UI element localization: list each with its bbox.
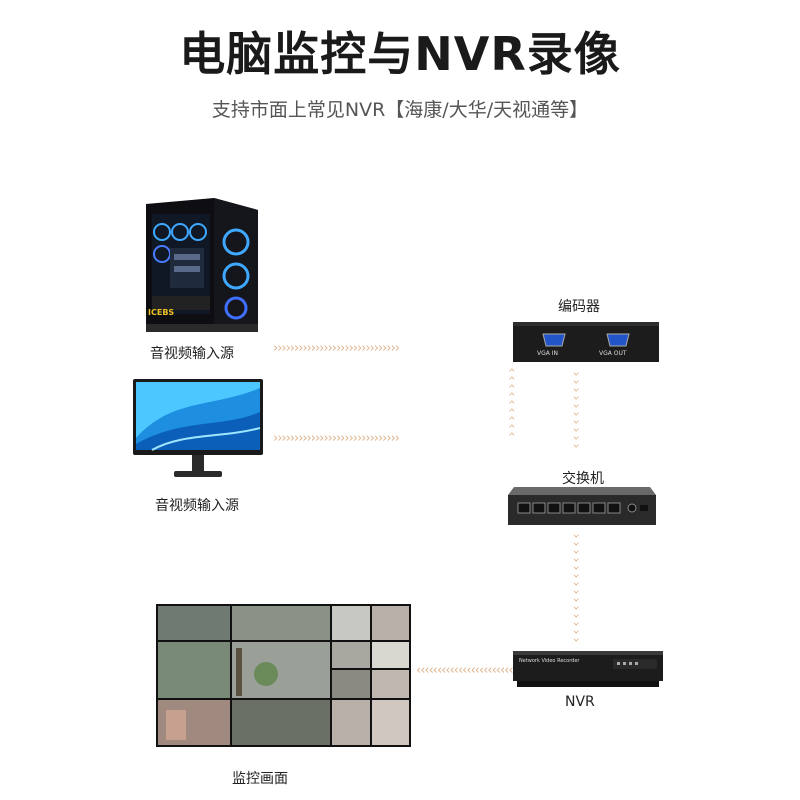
monitoring-screen-label: 监控画面 — [232, 771, 288, 787]
switch-to-nvr-arrows: ›››››››››››››› — [569, 533, 584, 643]
encoder-port-in-label: VGA IN — [537, 350, 559, 357]
pc-to-encoder-arrows: ›››››››››››››››››››››››››››››› — [273, 341, 400, 356]
pc-tower-image — [140, 192, 260, 338]
pc-source-label: 音视频输入源 — [150, 346, 234, 362]
encoder-device: VGA IN VGA OUT — [513, 322, 659, 362]
monitor-image — [132, 378, 264, 480]
pc-brand-logo: ICEBS — [148, 308, 175, 317]
up-to-encoder-arrows: ››››››››› — [504, 367, 519, 437]
monitor-to-encoder-arrows: ›››››››››››››››››››››››››››››› — [273, 431, 400, 446]
nvr-to-screen-arrows: ‹‹‹‹‹‹‹‹‹‹‹‹‹‹‹‹‹‹‹‹‹‹‹ — [416, 663, 514, 678]
encoder-label: 编码器 — [558, 299, 600, 315]
nvr-device: Network Video Recorder — [513, 651, 663, 687]
nvr-label: NVR — [565, 694, 595, 710]
network-switch-device — [508, 487, 656, 525]
page-subtitle: 支持市面上常见NVR【海康/大华/天视通等】 — [211, 99, 589, 121]
encoder-port-out-label: VGA OUT — [599, 350, 627, 357]
encoder-to-switch-arrows: ›››››››››› — [569, 371, 584, 449]
switch-label: 交换机 — [562, 471, 604, 487]
nvr-brand-label: Network Video Recorder — [519, 658, 580, 664]
monitoring-screen-image — [156, 604, 411, 747]
monitor-source-label: 音视频输入源 — [155, 498, 239, 514]
page-title: 电脑监控与NVR录像 — [179, 27, 621, 81]
